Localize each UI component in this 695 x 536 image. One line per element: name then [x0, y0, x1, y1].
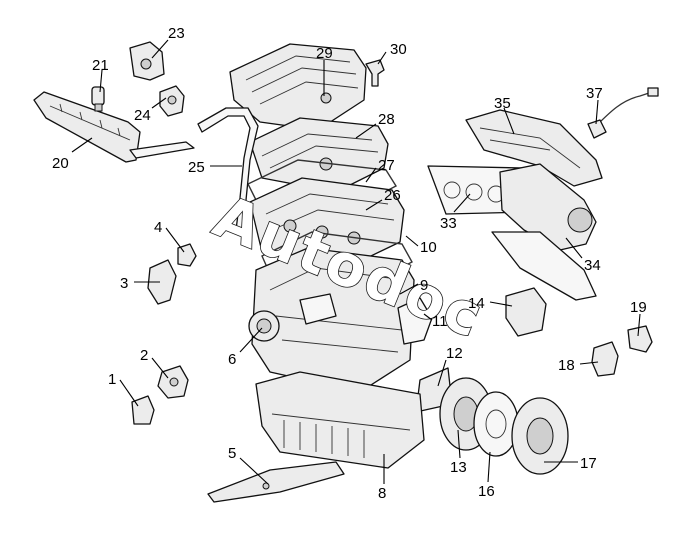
callout-18: 18 — [558, 357, 575, 374]
part-23-bracket — [129, 41, 165, 81]
part-20-fuel-rail — [33, 91, 195, 163]
part-18-bracket — [591, 341, 619, 377]
callout-14: 14 — [468, 295, 485, 312]
callout-30: 30 — [390, 41, 407, 58]
callout-25: 25 — [188, 159, 205, 176]
part-11-rear-seal — [397, 297, 433, 345]
part-engine-block — [251, 247, 415, 393]
part-14-housing — [505, 287, 547, 337]
part-35-heat-shield — [465, 109, 603, 187]
callout-4: 4 — [154, 219, 162, 236]
part-24-mount — [159, 85, 185, 117]
callout-16: 16 — [478, 483, 495, 500]
callout-11: 11 — [432, 313, 448, 330]
callout-21: 21 — [92, 57, 109, 74]
part-29-engine-cover — [229, 43, 367, 131]
callout-8: 8 — [378, 485, 386, 502]
callout-37: 37 — [586, 85, 603, 102]
callout-24: 24 — [134, 107, 151, 124]
part-30-sensor — [365, 59, 385, 87]
part-1-mount — [131, 395, 155, 425]
part-28-valve-cover — [249, 117, 389, 193]
callout-2: 2 — [140, 347, 148, 364]
callout-6: 6 — [228, 351, 236, 368]
leader-lines — [71, 39, 641, 485]
part-25-hose — [197, 107, 259, 231]
callout-28: 28 — [378, 111, 395, 128]
callout-26: 26 — [384, 187, 401, 204]
part-8-oil-pan — [255, 371, 425, 469]
part-21-sensor — [91, 86, 105, 112]
callout-34: 34 — [584, 257, 601, 274]
callout-9: 9 — [420, 277, 428, 294]
part-19-bracket — [627, 325, 653, 353]
callout-19: 19 — [630, 299, 647, 316]
callout-10: 10 — [420, 239, 437, 256]
part-3-pump-housing — [147, 259, 177, 305]
part-34-exhaust-manifold — [491, 163, 597, 301]
callout-labels: 1 2 3 4 5 6 8 9 10 11 12 13 14 16 17 18 … — [52, 25, 647, 502]
callout-33: 33 — [440, 215, 457, 232]
callout-23: 23 — [168, 25, 185, 42]
part-5-skid-plate — [207, 461, 345, 503]
callout-29: 29 — [316, 45, 333, 62]
callout-27: 27 — [378, 157, 395, 174]
callout-1: 1 — [108, 371, 116, 388]
part-17-pressure-plate — [511, 397, 569, 475]
callout-20: 20 — [52, 155, 69, 172]
part-16-clutch-disc — [473, 391, 519, 457]
callout-12: 12 — [446, 345, 463, 362]
callout-35: 35 — [494, 95, 511, 112]
callout-5: 5 — [228, 445, 236, 462]
callout-13: 13 — [450, 459, 467, 476]
callout-17: 17 — [580, 455, 597, 472]
callout-3: 3 — [120, 275, 128, 292]
